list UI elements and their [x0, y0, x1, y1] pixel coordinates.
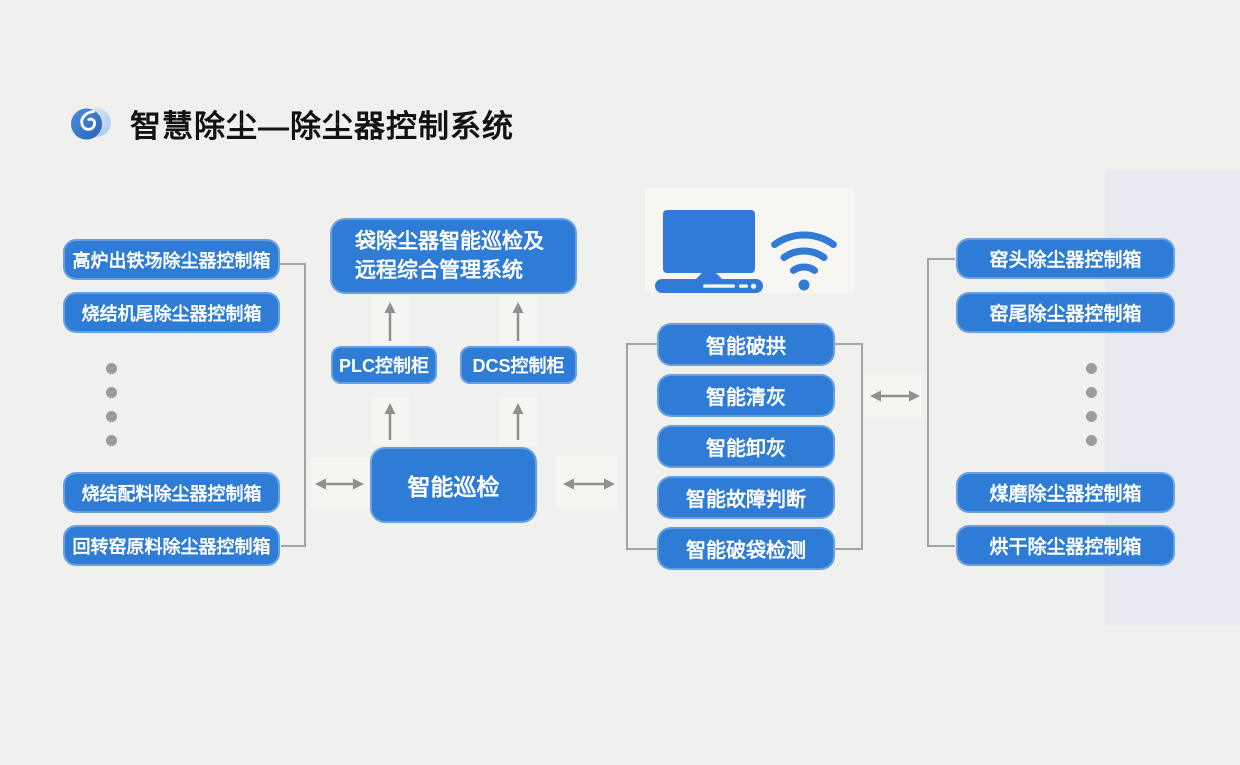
- double-arrow-center: [563, 478, 615, 490]
- header: 智慧除尘—除尘器控制系统: [68, 99, 514, 147]
- function-box-ash-unloading: 智能卸灰: [657, 425, 835, 468]
- control-box-sinter-tail: 烧结机尾除尘器控制箱: [63, 292, 280, 333]
- control-box-kiln-tail: 窑尾除尘器控制箱: [956, 292, 1175, 333]
- desktop-computer-icon: [655, 210, 763, 293]
- dot: [106, 435, 117, 446]
- dot: [1086, 387, 1097, 398]
- dot: [1086, 411, 1097, 422]
- dot: [106, 363, 117, 374]
- control-box-sinter-batching: 烧结配料除尘器控制箱: [63, 472, 280, 513]
- plc-cabinet-box: PLC控制柜: [331, 346, 437, 384]
- control-box-blast-furnace: 高炉出铁场除尘器控制箱: [63, 239, 280, 280]
- computer-base-details: [703, 283, 757, 289]
- function-box-bag-break-detection: 智能破袋检测: [657, 527, 835, 570]
- management-system-line1: 袋除尘器智能巡检及: [355, 230, 544, 253]
- dcs-cabinet-box: DCS控制柜: [460, 346, 577, 384]
- function-box-ash-cleaning: 智能清灰: [657, 374, 835, 417]
- dot: [1086, 435, 1097, 446]
- management-system-line2: 远程综合管理系统: [355, 259, 523, 282]
- vertical-dots-right: [1086, 363, 1097, 446]
- vertical-dots-left: [106, 363, 117, 446]
- management-system-box: 袋除尘器智能巡检及 远程综合管理系统: [330, 218, 577, 294]
- computer-wifi-graphic: [655, 210, 837, 293]
- function-box-fault-judgment: 智能故障判断: [657, 476, 835, 519]
- page-title: 智慧除尘—除尘器控制系统: [130, 108, 514, 144]
- computer-panel: [645, 188, 855, 293]
- dot: [106, 387, 117, 398]
- dot: [106, 411, 117, 422]
- smart-inspection-box: 智能巡检: [370, 447, 537, 523]
- function-box-arch-breaking: 智能破拱: [657, 323, 835, 366]
- double-arrow-left: [315, 478, 364, 490]
- wifi-icon: [771, 231, 837, 291]
- swirl-logo-icon: [71, 108, 111, 140]
- control-box-coal-mill: 煤磨除尘器控制箱: [956, 472, 1175, 513]
- control-box-drying: 烘干除尘器控制箱: [956, 525, 1175, 566]
- dot: [1086, 363, 1097, 374]
- double-arrow-right: [870, 390, 920, 402]
- control-box-rotary-kiln-raw: 回转窑原料除尘器控制箱: [63, 525, 280, 566]
- control-box-kiln-head: 窑头除尘器控制箱: [956, 238, 1175, 279]
